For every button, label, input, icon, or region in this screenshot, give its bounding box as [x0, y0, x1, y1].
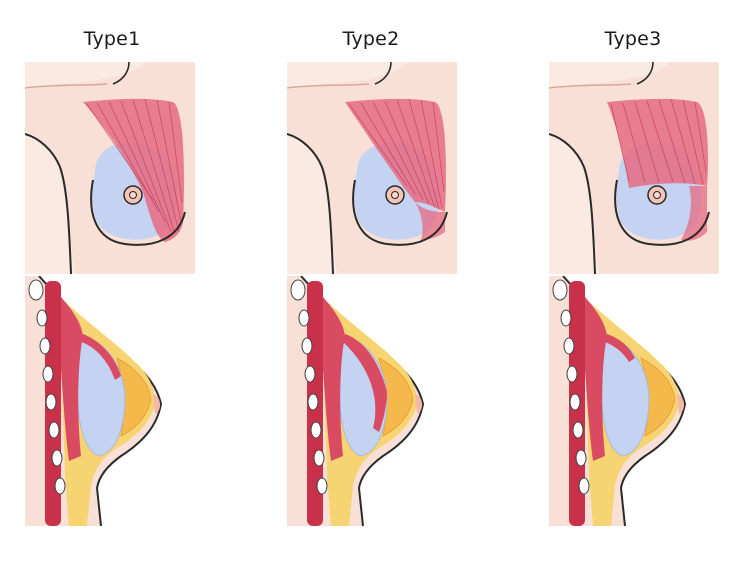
nipple — [653, 191, 661, 199]
muscle-over-implant — [81, 334, 121, 380]
muscle-fibers — [86, 98, 183, 235]
type2-title: Type2 — [342, 28, 400, 50]
neck-contour — [374, 62, 392, 85]
pectoral-muscle — [83, 98, 184, 242]
neck-contour — [112, 62, 130, 85]
type2-side-view — [287, 276, 425, 526]
collar-contour — [25, 83, 108, 89]
muscle-over-implant — [343, 334, 387, 432]
type1-title: Type1 — [83, 28, 141, 50]
type3-title: Type3 — [604, 28, 662, 50]
pectoral-muscle — [55, 290, 83, 461]
arm-contour — [287, 133, 334, 274]
muscle-lateral-edge — [681, 186, 707, 241]
pectoral-muscle — [317, 290, 345, 461]
areola-tip — [153, 394, 161, 414]
type2-front-view — [287, 62, 457, 274]
areola-tip — [677, 394, 685, 414]
ribs — [552, 279, 590, 495]
collar-contour — [549, 83, 632, 89]
breast-contour — [90, 179, 186, 246]
type3-front-view — [549, 62, 719, 274]
type1-front-view — [25, 62, 195, 274]
muscle-over-implant — [605, 334, 635, 362]
arm-contour — [549, 133, 596, 274]
muscle-fibers — [348, 98, 445, 211]
pectoral-muscle — [579, 290, 607, 461]
collar-contour — [287, 83, 370, 89]
pectoral-muscle — [607, 98, 708, 188]
ribs — [28, 279, 66, 495]
nipple — [391, 191, 399, 199]
breast-contour — [614, 179, 710, 246]
nipple — [129, 191, 137, 199]
breast-contour — [352, 179, 448, 246]
arm-contour — [25, 133, 72, 274]
neck-contour — [636, 62, 654, 85]
ribs — [290, 279, 328, 495]
type3-side-view — [549, 276, 687, 526]
areola-tip — [415, 394, 423, 414]
type1-side-view — [25, 276, 163, 526]
muscle-fibers — [610, 98, 707, 185]
